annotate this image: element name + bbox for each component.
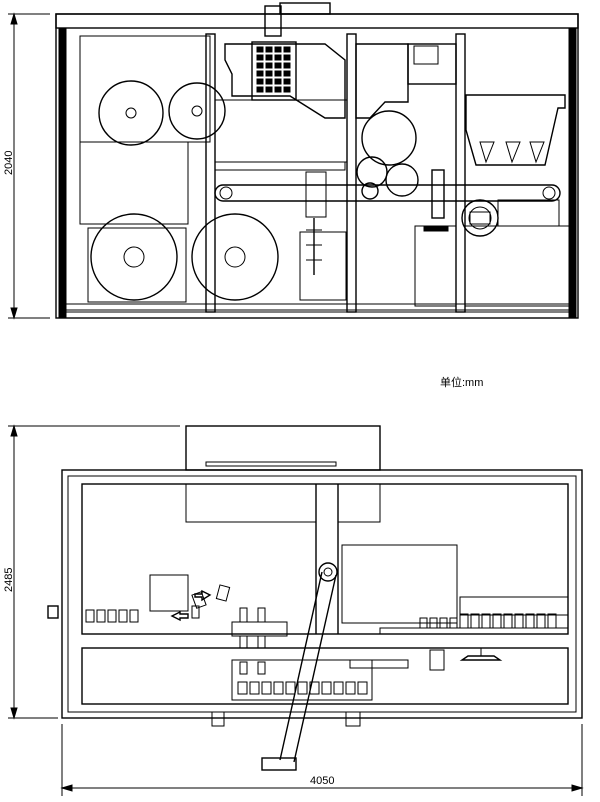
plan-top-housing [185, 425, 381, 471]
top-left-wall [58, 27, 67, 319]
left-cell-row [85, 609, 139, 623]
reel-compartment-upper [79, 35, 211, 143]
top-exhaust-pipe [264, 5, 282, 37]
right-rail [379, 627, 569, 635]
height-top-label: 2040 [3, 151, 15, 175]
tilted-piece-2 [215, 584, 231, 602]
lower-right-plate [349, 659, 409, 669]
arm-pivot-hub [323, 567, 333, 577]
center-cells [231, 607, 373, 701]
wheel-right-hub [469, 211, 491, 225]
center-shelf [214, 161, 346, 171]
height-bottom-label: 2485 [3, 568, 15, 592]
wheel-right-inner [468, 206, 492, 230]
top-elevation-view [55, 2, 579, 319]
funnel-spouts [479, 141, 545, 164]
plan-outer-frame [61, 469, 583, 719]
post-2 [346, 33, 357, 313]
reel-2-hub [191, 105, 203, 117]
roller-large [361, 110, 417, 166]
tilted-piece-1 [191, 591, 207, 609]
post-3 [455, 33, 466, 313]
roller-small-2 [385, 163, 419, 197]
plan-top-rail [205, 461, 337, 467]
bottom-notch-2 [345, 711, 361, 727]
reel-box-lower [87, 227, 187, 303]
top-roof-band [55, 13, 579, 29]
top-exhaust-cap [279, 2, 331, 15]
right-upper-box [407, 43, 457, 85]
plan-upper-bay-2 [337, 483, 381, 523]
arm-pivot [318, 562, 338, 582]
arrow-left [170, 610, 189, 622]
dimension-bottom-height: 2485 [3, 424, 180, 720]
right-guard-panel [355, 43, 409, 119]
top-base-rail [65, 303, 570, 313]
arrow-right [194, 589, 212, 602]
diagonal-arm-edge-1 [279, 571, 323, 761]
small-piece [191, 605, 200, 619]
reel-2 [168, 82, 226, 140]
arm-foot [261, 757, 297, 771]
right-vertical-bar [431, 169, 445, 219]
right-base-block [497, 199, 560, 227]
top-outer-frame [55, 13, 579, 319]
reel-3-hub [123, 246, 145, 268]
reel-4 [191, 213, 279, 301]
right-cell-row [419, 613, 557, 629]
plan-lower-deck [81, 647, 569, 705]
lower-cell-row [237, 681, 368, 695]
wheel-right [461, 199, 499, 237]
post-1 [205, 33, 216, 313]
plan-upper-deck [81, 483, 569, 635]
right-window [413, 45, 439, 65]
lower-right-post [429, 649, 445, 671]
plan-upper-bay-1 [185, 483, 317, 523]
side-tab [47, 605, 59, 619]
roller-tiny [361, 182, 379, 200]
bottom-notch-1 [211, 711, 225, 727]
top-inner-frame [65, 27, 570, 311]
plan-center-right-box [341, 544, 458, 624]
conveyor-belt [214, 184, 561, 202]
funnel-bin-unit [465, 94, 566, 166]
center-press-body [214, 99, 348, 163]
dimension-top-height: 2040 [3, 12, 50, 320]
reel-4-hub [224, 246, 246, 268]
reel-1-hub [125, 107, 137, 119]
conveyor-roller-left [219, 186, 233, 200]
right-cabinet-lid [423, 225, 449, 232]
keypad-keys [256, 46, 291, 93]
bottom-plan-view [47, 425, 583, 771]
center-guide-block [305, 171, 327, 218]
diagonal-arm-edge-2 [293, 574, 337, 763]
conveyor-roller-right [542, 186, 556, 200]
center-hopper [224, 43, 346, 119]
lower-right-lamp [459, 655, 503, 661]
right-cabinet [414, 225, 457, 307]
lower-center-box [299, 231, 347, 301]
top-right-wall [568, 27, 577, 319]
width-bottom-label: 4050 [310, 775, 334, 787]
plan-right-ledge [459, 596, 569, 616]
reel-compartment-mid [79, 141, 189, 225]
dimension-bottom-width: 4050 [60, 724, 584, 796]
plan-inner-frame [67, 475, 577, 713]
roller-small-1 [356, 156, 388, 188]
reel-3 [90, 213, 178, 301]
reel-1 [98, 80, 164, 146]
plan-left-box [149, 574, 189, 612]
unit-label: 单位:mm [440, 375, 483, 389]
right-lower-bay [464, 225, 570, 307]
